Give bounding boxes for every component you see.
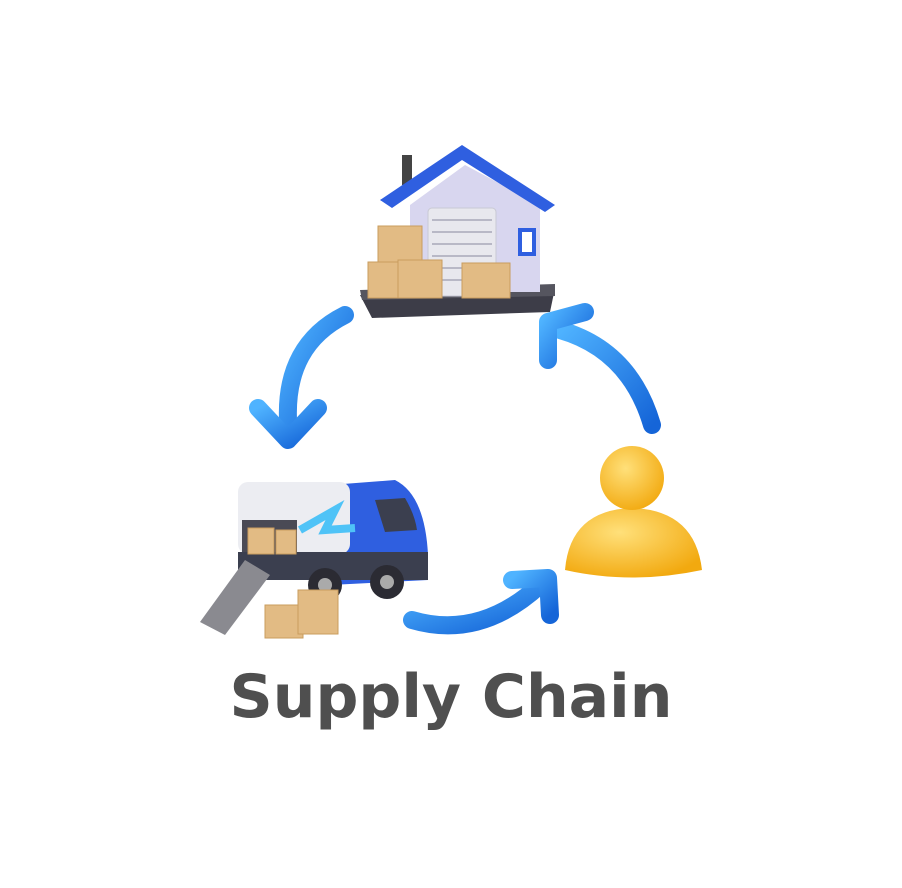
warehouse-icon (360, 145, 555, 318)
flow-arrow-customer-to-warehouse (539, 303, 661, 434)
diagram-title: Supply Chain (229, 662, 673, 732)
truck-icon (200, 480, 428, 639)
person-icon (565, 446, 702, 578)
flow-arrow-warehouse-to-truck (249, 306, 354, 449)
flow-arrow-truck-to-customer (403, 569, 559, 635)
